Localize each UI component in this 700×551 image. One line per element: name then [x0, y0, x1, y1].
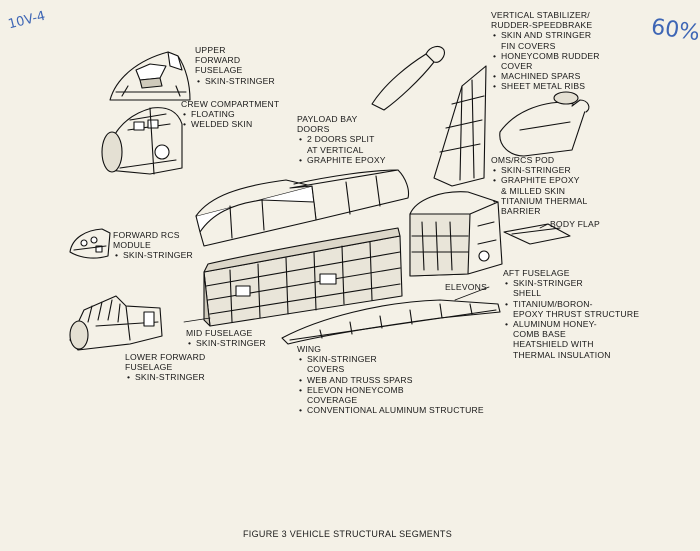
label-bullet-item: 2 DOORS SPLIT [297, 134, 386, 144]
label-bullet-item: SKIN-STRINGER [491, 165, 587, 175]
label-bullet-item: SKIN-STRINGER [195, 76, 275, 86]
label-title-line: AFT FUSELAGE [503, 268, 570, 278]
label-bullet-continuation: BARRIER [501, 206, 541, 217]
label-oms-rcs-pod: OMS/RCS PODSKIN-STRINGERGRAPHITE EPOXY& … [491, 155, 587, 216]
label-bullet-item: SKIN-STRINGER [186, 338, 266, 348]
label-bullet-item: MACHINED SPARS [491, 71, 600, 81]
body-flap-part [503, 223, 571, 245]
label-bullet-item: WEB AND TRUSS SPARS [297, 375, 484, 385]
label-bullet-item: SKIN AND STRINGER [491, 30, 600, 40]
label-bullet-item: ALUMINUM HONEY- [503, 319, 639, 329]
label-crew-compartment: CREW COMPARTMENTFLOATINGWELDED SKIN [181, 99, 279, 130]
label-bullet-item: GRAPHITE EPOXY [491, 175, 587, 185]
label-bullet-continuation: COVERAGE [307, 395, 358, 406]
label-vertical-stabilizer: VERTICAL STABILIZER/RUDDER-SPEEDBRAKESKI… [491, 10, 600, 92]
label-title-line: UPPER [195, 45, 226, 55]
label-title-line: VERTICAL STABILIZER/ [491, 10, 590, 20]
label-bullet-item: TITANIUM THERMAL [491, 196, 587, 206]
label-wing: WINGSKIN-STRINGERCOVERSWEB AND TRUSS SPA… [297, 344, 484, 416]
aft-fuselage-part [409, 191, 503, 277]
label-bullet-item: ELEVON HONEYCOMB [297, 385, 484, 395]
vertical-stabilizer-part [371, 45, 487, 187]
label-bullet-continuation: HEATSHIELD WITH [513, 339, 594, 350]
label-bullet-continuation: AT VERTICAL [307, 144, 364, 155]
label-bullet-item: CONVENTIONAL ALUMINUM STRUCTURE [297, 405, 484, 415]
label-upper-forward-fuselage: UPPERFORWARDFUSELAGESKIN-STRINGER [195, 45, 275, 86]
mid-fuselage-part [203, 227, 403, 327]
label-bullet-item: SKIN-STRINGER [125, 372, 205, 382]
wing-part [281, 299, 501, 345]
leader-lines [183, 223, 549, 323]
label-title-line: MID FUSELAGE [186, 328, 253, 338]
label-bullet-continuation: SHELL [513, 288, 542, 299]
label-bullet-item: WELDED SKIN [181, 119, 279, 129]
label-bullet-item: TITANIUM/BORON- [503, 299, 639, 309]
label-bullet-item: SHEET METAL RIBS [491, 81, 600, 91]
label-title-line: CREW COMPARTMENT [181, 99, 280, 109]
upper-forward-fuselage-part [109, 51, 191, 101]
label-bullet-continuation: & MILLED SKIN [501, 185, 566, 196]
label-bullet-continuation: EPOXY THRUST STRUCTURE [513, 308, 640, 319]
label-title-line: RUDDER-SPEEDBRAKE [491, 20, 593, 31]
label-forward-rcs-module: FORWARD RCSMODULESKIN-STRINGER [113, 230, 193, 261]
label-title-line: BODY FLAP [550, 219, 600, 229]
label-bullet-continuation: COMB BASE [513, 329, 566, 340]
label-title-line: ELEVONS [445, 282, 487, 292]
label-title-line: PAYLOAD BAY [297, 114, 358, 124]
label-title-line: WING [297, 344, 322, 354]
label-bullet-item: FLOATING [181, 109, 279, 119]
forward-rcs-module-part [69, 228, 111, 259]
label-bullet-continuation: COVER [501, 61, 533, 72]
label-bullet-item: SKIN-STRINGER [503, 278, 639, 288]
label-aft-fuselage: AFT FUSELAGESKIN-STRINGERSHELLTITANIUM/B… [503, 268, 639, 360]
figure-caption: FIGURE 3 VEHICLE STRUCTURAL SEGMENTS [243, 529, 452, 539]
label-title-line: LOWER FORWARD [125, 352, 206, 362]
label-body-flap: BODY FLAP [550, 219, 600, 229]
label-title-line: FUSELAGE [125, 362, 173, 373]
label-bullet-item: HONEYCOMB RUDDER [491, 51, 600, 61]
label-mid-fuselage: MID FUSELAGESKIN-STRINGER [186, 328, 266, 349]
oms-rcs-pod-part [499, 91, 590, 157]
label-title-line: OMS/RCS POD [491, 155, 555, 165]
label-bullet-continuation: COVERS [307, 364, 345, 375]
label-title-line: FUSELAGE [195, 65, 243, 76]
label-title-line: FORWARD [195, 55, 241, 66]
label-title-line: DOORS [297, 124, 330, 135]
label-bullet-item: SKIN-STRINGER [297, 354, 484, 364]
label-bullet-continuation: THERMAL INSULATION [513, 349, 611, 360]
label-lower-forward-fuselage: LOWER FORWARDFUSELAGESKIN-STRINGER [125, 352, 205, 383]
payload-bay-doors-part [195, 169, 410, 247]
label-title-line: MODULE [113, 240, 151, 251]
label-bullet-continuation: FIN COVERS [501, 40, 556, 51]
label-bullet-item: SKIN-STRINGER [113, 250, 193, 260]
label-title-line: FORWARD RCS [113, 230, 180, 240]
label-elevons: ELEVONS [445, 282, 487, 292]
crew-compartment-part [101, 107, 183, 175]
lower-forward-fuselage-part [69, 295, 163, 351]
label-bullet-item: GRAPHITE EPOXY [297, 155, 386, 165]
